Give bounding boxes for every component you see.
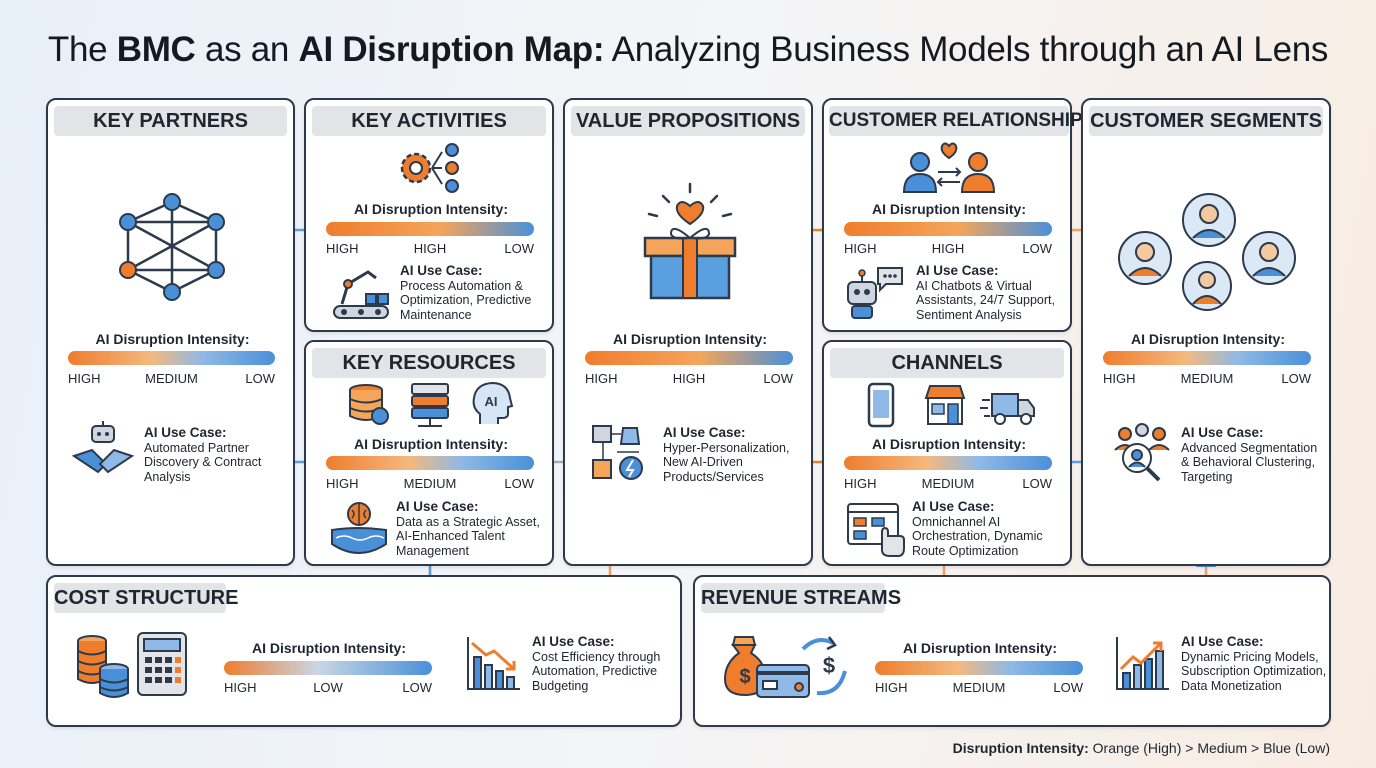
- server-icon: [411, 383, 449, 427]
- customer-relationships-block: CUSTOMER RELATIONSHIPS AI Disruption Int…: [822, 98, 1095, 332]
- block-header: CHANNELS: [830, 348, 1064, 378]
- legend: Disruption Intensity: Orange (High) > Me…: [952, 740, 1330, 756]
- key-partners-block: KEY PARTNERS AI Disruption Intensity: HI…: [46, 98, 295, 566]
- use-case: AI Use Case:Cost Efficiency through Auto…: [532, 634, 661, 693]
- store-icon: [924, 385, 966, 425]
- block-header: KEY RESOURCES: [312, 348, 546, 378]
- revenue-streams-block: REVENUE STREAMS $ $ AI Disruption Intens…: [693, 575, 1331, 727]
- money-cycle-icon: $ $: [723, 636, 847, 698]
- key-activities-block: KEY ACTIVITIES AI Disruption Intensity: …: [304, 98, 554, 332]
- growth-chart-icon: [1116, 637, 1169, 690]
- use-case: AI Use Case:Process Automation & Optimiz…: [400, 263, 532, 322]
- block-header: CUSTOMER RELATIONSHIPS: [829, 106, 1095, 136]
- intensity-label: AI Disruption Intensity:: [354, 201, 508, 217]
- declining-chart-icon: [467, 637, 520, 690]
- intensity-bar: [1103, 351, 1311, 365]
- intensity-label: AI Disruption Intensity:: [1131, 331, 1285, 347]
- block-header: KEY PARTNERS: [54, 106, 287, 136]
- intensity-bar: [585, 351, 793, 365]
- intensity-bar: [68, 351, 275, 365]
- value-propositions-block: VALUE PROPOSITIONS AI Disruption Intensi…: [563, 98, 813, 566]
- svg-text:$: $: [739, 666, 750, 688]
- use-case: AI Use Case:Dynamic Pricing Models, Subs…: [1181, 634, 1327, 693]
- delivery-truck-icon: [980, 393, 1035, 425]
- intensity-bar: [326, 456, 534, 470]
- ai-head-icon: AI: [472, 381, 514, 424]
- intensity-label: AI Disruption Intensity:: [354, 436, 508, 452]
- use-case: AI Use Case:Data as a Strategic Asset, A…: [396, 499, 540, 558]
- relationship-people-icon: [902, 142, 996, 193]
- robot-arm-icon: [333, 270, 389, 319]
- use-case: AI Use Case:Hyper-Personalization, New A…: [663, 425, 790, 484]
- svg-text:AI: AI: [485, 394, 498, 409]
- block-header: COST STRUCTURE: [54, 583, 238, 613]
- gift-heart-icon: [643, 182, 737, 300]
- chatbot-icon: [847, 267, 903, 319]
- intensity-bar: [844, 456, 1052, 470]
- block-header: CUSTOMER SEGMENTS: [1089, 106, 1323, 136]
- cost-structure-block: COST STRUCTURE AI Disruption Intensity: …: [46, 575, 682, 727]
- intensity-label: AI Disruption Intensity:: [872, 201, 1026, 217]
- database-icon: [349, 384, 389, 425]
- use-case: AI Use Case:AI Chatbots & Virtual Assist…: [916, 263, 1055, 322]
- intensity-label: AI Disruption Intensity:: [95, 331, 250, 347]
- intensity-bar: [875, 661, 1083, 675]
- coins-calculator-icon: [77, 632, 187, 698]
- intensity-label: AI Disruption Intensity:: [903, 640, 1057, 656]
- intensity-label: AI Disruption Intensity:: [613, 331, 767, 347]
- use-case: AI Use Case:Automated Partner Discovery …: [144, 425, 262, 484]
- block-header: REVENUE STREAMS: [701, 583, 901, 613]
- intensity-label: AI Disruption Intensity:: [872, 436, 1026, 452]
- intensity-bar: [844, 222, 1052, 236]
- block-header: KEY ACTIVITIES: [312, 106, 546, 136]
- svg-text:$: $: [823, 653, 835, 678]
- smartphone-icon: [867, 382, 895, 428]
- intensity-bar: [326, 222, 534, 236]
- page-title: The BMC as an AI Disruption Map: Analyzi…: [47, 30, 1329, 69]
- use-case: AI Use Case:Advanced Segmentation & Beha…: [1181, 425, 1318, 484]
- handshake-robot-icon: [72, 421, 134, 474]
- omnichannel-browser-icon: [847, 503, 905, 557]
- personalization-icon: [592, 425, 643, 480]
- block-header: VALUE PROPOSITIONS: [571, 106, 805, 136]
- use-case: AI Use Case:Omnichannel AI Orchestration…: [912, 499, 1043, 558]
- segmentation-search-icon: [1114, 423, 1170, 482]
- data-brain-icon: [331, 502, 387, 554]
- key-resources-block: KEY RESOURCES AI AI Disruption Intensity…: [304, 340, 554, 566]
- intensity-label: AI Disruption Intensity:: [252, 640, 406, 656]
- gear-network-icon: [400, 143, 459, 193]
- customer-segments-block: CUSTOMER SEGMENTS AI Disruption Intensit…: [1081, 98, 1331, 566]
- customer-avatars-icon: [1118, 193, 1296, 311]
- intensity-bar: [224, 661, 432, 675]
- network-icon: [119, 193, 225, 301]
